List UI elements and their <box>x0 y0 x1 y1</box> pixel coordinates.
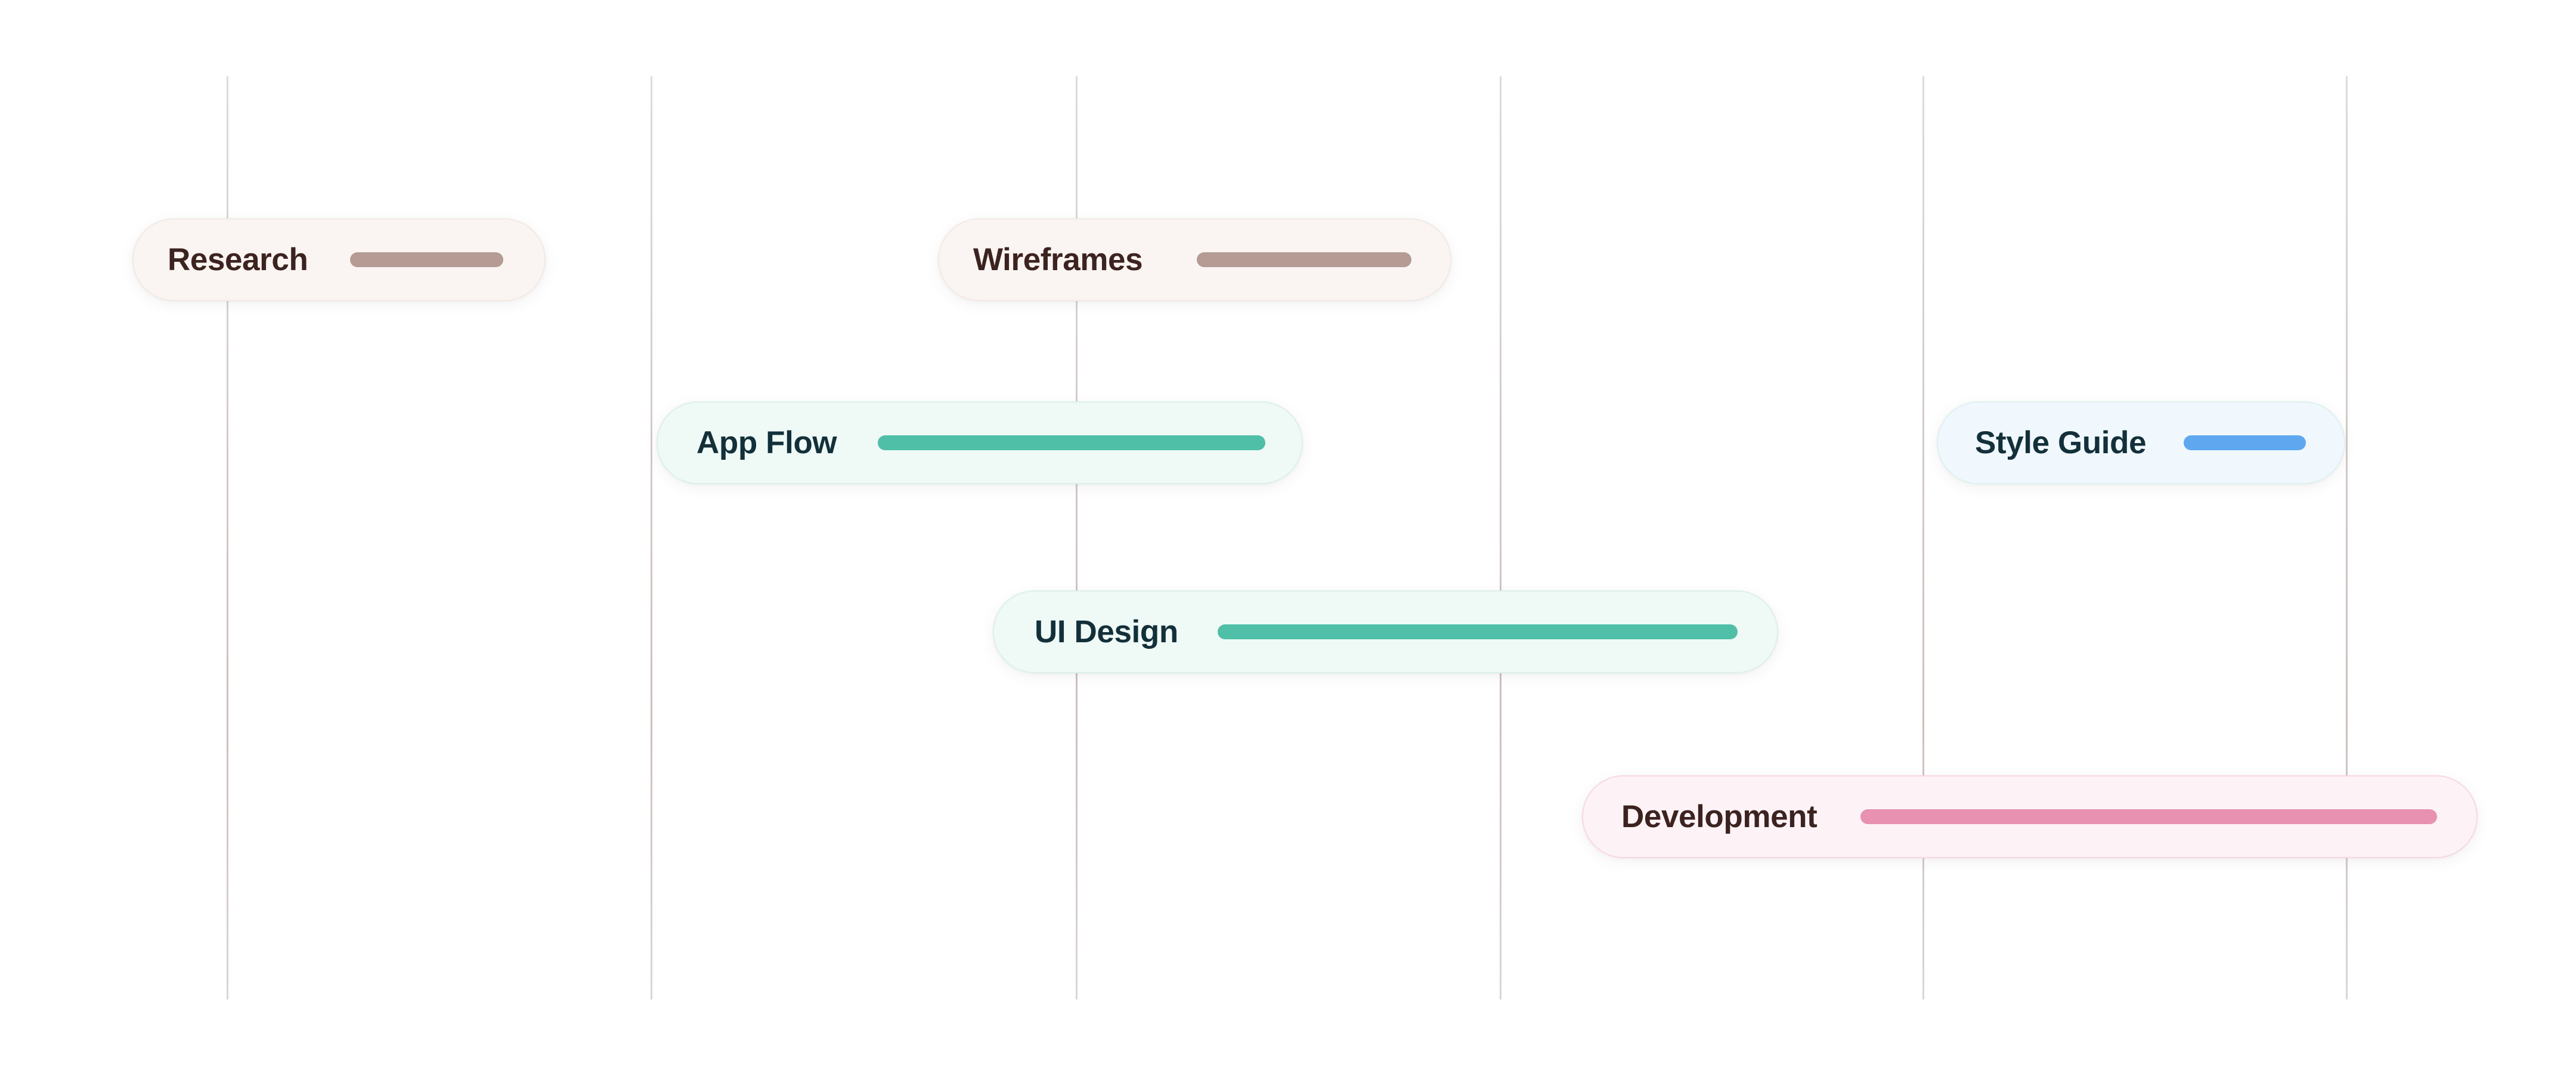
task-duration-bar-style-guide[interactable] <box>2184 435 2306 450</box>
task-label-app-flow: App Flow <box>696 425 837 460</box>
task-pill-ui-design[interactable]: UI Design <box>993 590 1778 673</box>
task-pill-development[interactable]: Development <box>1582 775 2478 858</box>
task-pill-style-guide[interactable]: Style Guide <box>1937 401 2345 484</box>
task-label-wireframes: Wireframes <box>973 242 1143 277</box>
task-duration-bar-research[interactable] <box>350 252 503 267</box>
task-label-ui-design: UI Design <box>1035 614 1178 649</box>
task-label-development: Development <box>1621 799 1818 834</box>
task-duration-bar-ui-design[interactable] <box>1218 624 1738 639</box>
task-label-style-guide: Style Guide <box>1975 425 2147 460</box>
task-pill-wireframes[interactable]: Wireframes <box>938 218 1451 301</box>
task-pill-app-flow[interactable]: App Flow <box>657 401 1303 484</box>
task-duration-bar-app-flow[interactable] <box>878 435 1265 450</box>
task-label-research: Research <box>168 242 308 277</box>
task-pill-research[interactable]: Research <box>132 218 546 301</box>
task-duration-bar-development[interactable] <box>1860 809 2437 824</box>
task-duration-bar-wireframes[interactable] <box>1197 252 1411 267</box>
